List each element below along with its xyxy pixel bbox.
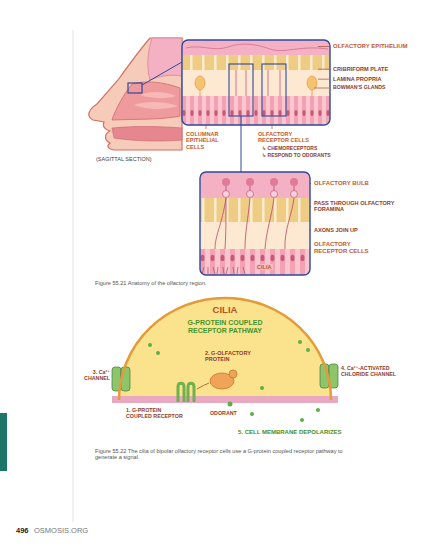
olfactory-bulb-panel (226, 186, 294, 194)
olfactory-epithelium-panel (182, 40, 330, 55)
cilia-illustration (112, 396, 338, 403)
olfactory-bulb-panel (200, 249, 310, 275)
part-label: OLFACTORY RECEPTOR CELLS (314, 241, 380, 255)
olfactory-bulb-panel (222, 178, 230, 186)
olfactory-bulb-panel (202, 267, 245, 274)
olfactory-bulb-panel (291, 191, 298, 198)
figure-caption: Figure 55.21 Anatomy of the olfactory re… (95, 280, 395, 286)
odorant-molecule (300, 418, 304, 422)
page-margin-rule (73, 30, 74, 522)
olfactory-bulb-panel (247, 191, 254, 198)
odorant-molecule (250, 412, 254, 416)
odorant-molecule (228, 402, 233, 407)
head-sagittal-section (89, 38, 182, 150)
olfactory-bulb-panel (223, 191, 230, 198)
head-sagittal-section (140, 92, 176, 98)
zoom-marker (128, 83, 142, 93)
leader-line (206, 125, 272, 129)
part-label: CRIBRIFORM PLATE (333, 66, 421, 72)
node-outline (119, 298, 331, 400)
odorant-molecule (298, 340, 302, 344)
panel-frame (200, 172, 310, 275)
head-sagittal-section (112, 127, 182, 142)
olfactory-epithelium-panel (200, 90, 312, 96)
panel-frame (200, 172, 310, 275)
g-olfactory-protein (229, 370, 237, 378)
node-heading: CILIA (180, 305, 270, 316)
odorant-molecule (156, 351, 160, 355)
chapter-tab (0, 413, 7, 471)
odorant-molecule (306, 348, 310, 352)
olfactory-bulb-panel (200, 222, 310, 249)
panel-frame (229, 64, 253, 116)
olfactory-epithelium-panel (182, 96, 330, 125)
footer-site: OSMOSIS.ORG (34, 527, 88, 536)
part-label: COLUMNAR EPITHELIAL CELLS (186, 131, 230, 150)
olfactory-bulb-panel (246, 178, 254, 186)
node-subheading: G-PROTEIN COUPLED RECEPTOR PATHWAY (173, 319, 277, 335)
callout-label: ODORANT (210, 410, 237, 416)
page-margin-rule (73, 30, 74, 522)
chapter-tab (0, 413, 7, 471)
odorant-molecule (148, 340, 320, 422)
part-label: PASS THROUGH OLFACTORY FORAMINA (314, 200, 400, 213)
g-protein-coupled-receptor (197, 383, 209, 389)
odorant-molecule (260, 386, 264, 390)
part-label: AXONS JOIN UP (314, 227, 400, 233)
page-number: 496 (16, 527, 29, 536)
olfactory-bulb-panel (271, 191, 278, 198)
olfactory-bulb-panel (200, 172, 310, 198)
note-label: ↳ RESPOND TO ODORANTS (262, 153, 352, 159)
cilia-illustration (118, 297, 332, 400)
olfactory-epithelium-panel (236, 70, 280, 96)
part-label: LAMINA PROPRIA (333, 76, 421, 82)
zoom-marker (142, 62, 182, 85)
olfactory-bulb-panel (290, 178, 298, 186)
part-label: OLFACTORY BULB (314, 180, 404, 187)
g-olfactory-protein (210, 370, 237, 389)
olfactory-bulb-panel (215, 198, 294, 249)
part-label: OLFACTORY RECEPTOR CELLS (258, 131, 322, 144)
cilia-illustration (112, 297, 338, 403)
g-protein-coupled-receptor (178, 383, 209, 402)
head-sagittal-section (89, 38, 182, 150)
view-label: (SAGITTAL SECTION) (96, 156, 176, 162)
odorant-molecule (148, 343, 152, 347)
olfactory-bulb-panel (270, 178, 278, 186)
olfactory-epithelium-panel (195, 76, 205, 90)
olfactory-epithelium-panel (182, 55, 330, 70)
callout-label: 3. Ca²⁺ CHANNEL (78, 369, 110, 381)
panel-frame (262, 64, 286, 116)
leader-line (314, 47, 329, 89)
cilia-dome: CILIA G-PROTEIN COUPLED RECEPTOR PATHWAY (118, 297, 332, 400)
part-label: OLFACTORY EPITHELIUM (333, 43, 421, 50)
part-label: CILIA (256, 264, 273, 270)
olfactory-epithelium-panel (186, 44, 328, 50)
zoom-marker (128, 62, 182, 93)
odorant-molecule (316, 408, 320, 412)
callout-label: 4. Ca²⁺-ACTIVATED CHLORIDE CHANNEL (341, 365, 413, 377)
olfactory-epithelium-panel (182, 70, 330, 96)
head-sagittal-section (134, 102, 178, 109)
part-label: BOWMAN'S GLANDS (333, 85, 421, 91)
head-sagittal-section (112, 82, 180, 120)
head-sagittal-section (148, 38, 182, 80)
olfactory-bulb-panel (200, 172, 310, 275)
g-protein-coupled-receptor (178, 383, 194, 402)
panel-frame (241, 116, 242, 172)
callout-label: 1. G-PROTEIN COUPLED RECEPTOR (126, 407, 184, 419)
figure-caption: Figure 55.22 The cilia of bipolar olfact… (95, 448, 350, 461)
panel-frame (182, 40, 330, 125)
note-label: ↳ CHEMORECEPTORS (262, 146, 342, 152)
olfactory-epithelium-panel (182, 40, 330, 125)
callout-label: 2. G-OLFACTORY PROTEIN (205, 350, 261, 363)
callout-label: 5. CELL MEMBRANE DEPOLARIZES (238, 429, 368, 436)
